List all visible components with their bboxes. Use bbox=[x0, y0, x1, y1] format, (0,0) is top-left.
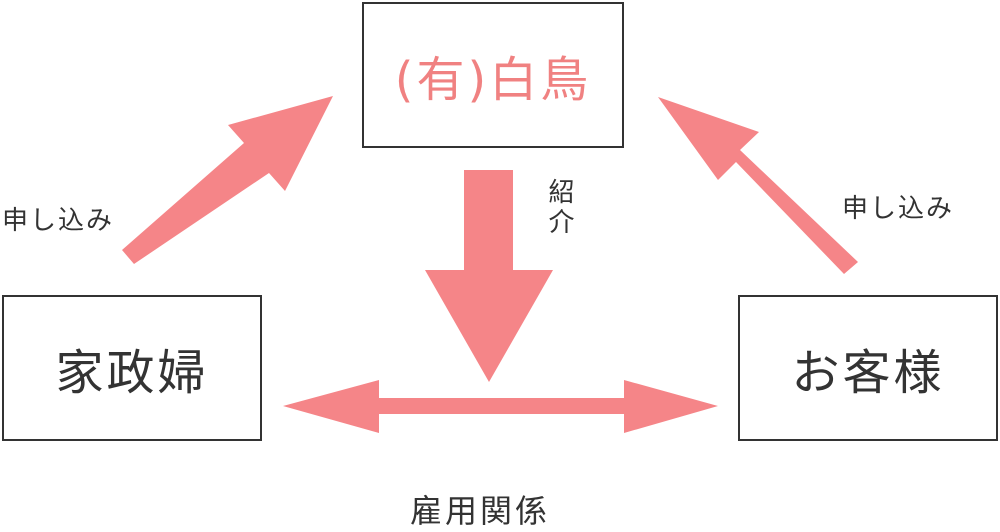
housekeeper-label: 家政婦 bbox=[55, 345, 209, 401]
company-label: (有)白鳥 bbox=[394, 52, 592, 108]
customer-label: お客様 bbox=[791, 345, 945, 401]
apply-label-left: 申し込み bbox=[2, 206, 115, 236]
customer-box: お客様 bbox=[738, 295, 998, 441]
arrow-employment-double bbox=[283, 380, 718, 433]
apply-label-right: 申し込み bbox=[842, 194, 955, 224]
company-box: (有)白鳥 bbox=[362, 2, 624, 148]
arrow-introduction-down bbox=[425, 170, 553, 382]
arrow-housekeeper-to-company bbox=[122, 96, 333, 264]
housekeeper-box: 家政婦 bbox=[2, 295, 262, 441]
employment-relation-label: 雇用関係 bbox=[410, 492, 551, 530]
arrow-customer-to-company bbox=[658, 97, 858, 274]
introduction-label: 紹介 bbox=[544, 178, 574, 238]
